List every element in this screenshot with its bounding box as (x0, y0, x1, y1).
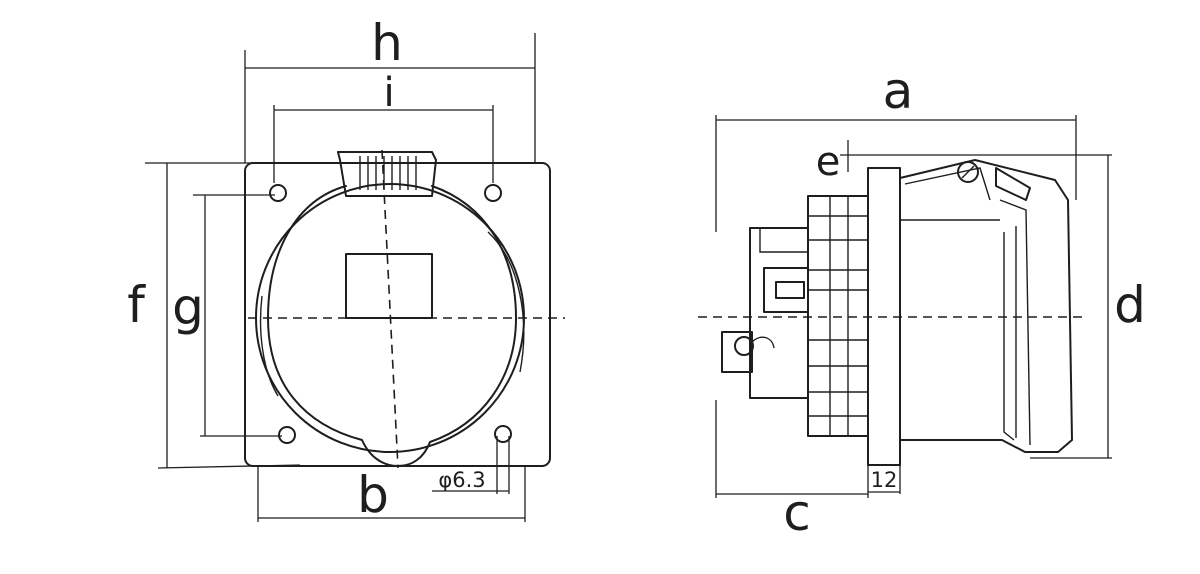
dim-label-c: c (783, 484, 811, 542)
socket-lid (267, 185, 517, 467)
dim-label-e: e (816, 139, 841, 185)
front-mounting-plate (244, 162, 551, 467)
dim-label-d: d (1114, 276, 1146, 334)
rear-block-step (759, 228, 808, 253)
lid-front-panel (1003, 232, 1015, 441)
ribbed-body (807, 195, 869, 437)
dim-label-b: b (357, 466, 389, 524)
housing-top-rib (904, 167, 991, 201)
dim-label-a: a (883, 62, 914, 120)
dim-label-i: i (383, 70, 394, 116)
clamp-screw (734, 336, 754, 356)
dim-label-h: h (371, 14, 403, 72)
lid-housing (899, 159, 1073, 453)
hinge-pin (957, 161, 979, 183)
dim-label-f: f (127, 276, 146, 334)
hinge-ribs (359, 156, 417, 190)
body-ribs (808, 196, 868, 436)
dim-label-flange: 12 (871, 468, 898, 492)
side-view: a e d c 12 (698, 62, 1146, 542)
mounting-hole-top-right (484, 184, 502, 202)
switch-slider (775, 281, 805, 299)
clamp-latch (751, 336, 775, 349)
lid-side-ridge-left (259, 295, 279, 397)
switch-window (763, 267, 809, 313)
mounting-hole-bottom-left (278, 426, 296, 444)
dim-label-hole: φ6.3 (438, 468, 485, 492)
mounting-hole-top-left (269, 184, 287, 202)
lid-inner-edge (999, 199, 1031, 446)
mounting-hole-bottom-right (494, 425, 512, 443)
dim-label-g: g (172, 278, 204, 336)
front-view: h i f g b φ6.3 (127, 14, 565, 524)
lid-latch (995, 167, 1031, 201)
cable-clamp (721, 331, 753, 373)
hinge-pin-slot (961, 165, 975, 179)
front-centerline-vertical (381, 149, 399, 469)
lid-side-ridge-right (487, 231, 525, 373)
dim-f-extension-bottom (157, 464, 301, 469)
lid-hinge (337, 151, 437, 197)
